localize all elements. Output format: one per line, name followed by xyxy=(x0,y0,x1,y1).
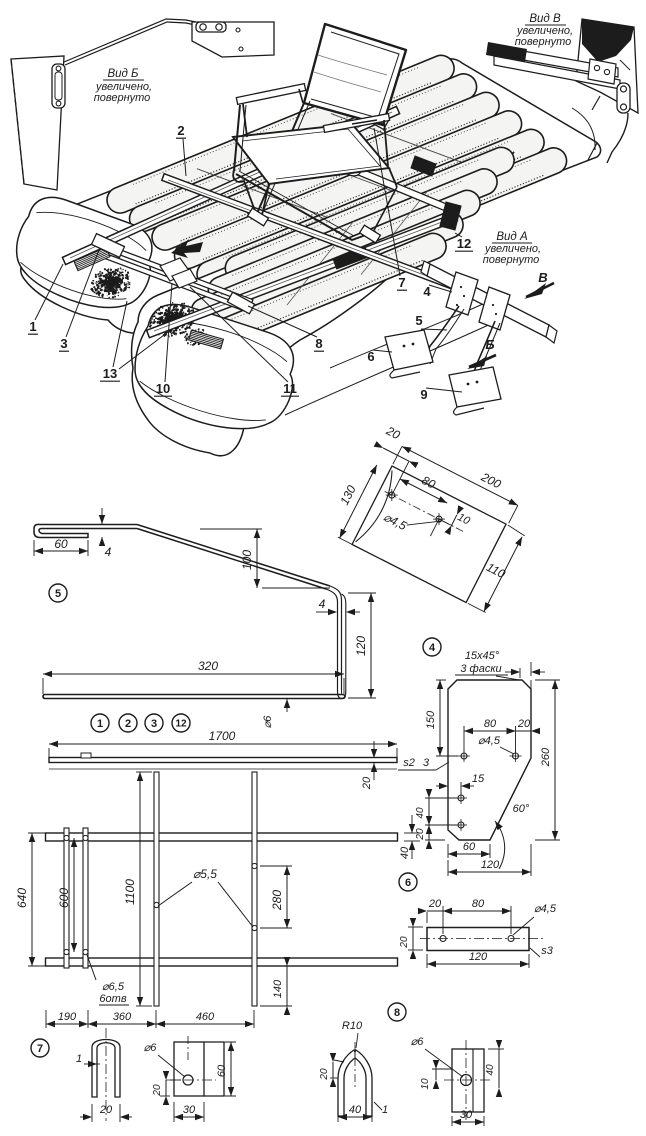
svg-text:360: 360 xyxy=(113,1011,132,1023)
svg-text:15x45°: 15x45° xyxy=(465,650,500,662)
svg-text:80: 80 xyxy=(484,718,497,730)
svg-text:3: 3 xyxy=(423,757,430,769)
svg-text:20: 20 xyxy=(152,1084,163,1097)
svg-text:⌀6: ⌀6 xyxy=(144,1042,158,1054)
svg-text:4: 4 xyxy=(423,284,431,299)
svg-text:60: 60 xyxy=(463,841,476,853)
svg-text:20: 20 xyxy=(319,1068,330,1081)
svg-text:20: 20 xyxy=(428,898,442,910)
svg-text:5: 5 xyxy=(415,313,422,328)
svg-text:2: 2 xyxy=(177,123,184,138)
svg-text:1: 1 xyxy=(97,718,103,730)
svg-text:140: 140 xyxy=(272,979,284,998)
svg-text:R10: R10 xyxy=(342,1020,363,1032)
svg-text:Вид А: Вид А xyxy=(496,231,528,243)
svg-text:460: 460 xyxy=(196,1011,215,1023)
svg-text:20: 20 xyxy=(399,936,410,949)
svg-text:190: 190 xyxy=(58,1011,77,1023)
svg-text:10: 10 xyxy=(420,1078,431,1090)
svg-text:1: 1 xyxy=(29,319,36,334)
svg-text:320: 320 xyxy=(198,659,218,673)
svg-text:40: 40 xyxy=(349,1104,362,1116)
svg-text:3 фаски: 3 фаски xyxy=(460,663,501,675)
svg-text:s3: s3 xyxy=(541,945,554,957)
svg-text:1: 1 xyxy=(76,1053,82,1065)
svg-text:80: 80 xyxy=(472,898,485,910)
svg-text:20: 20 xyxy=(415,828,426,841)
svg-text:повернуто: повернуто xyxy=(483,254,540,266)
svg-text:13: 13 xyxy=(103,366,117,381)
svg-text:⌀6: ⌀6 xyxy=(411,1036,425,1048)
svg-text:12: 12 xyxy=(175,719,187,730)
svg-text:60°: 60° xyxy=(513,803,530,815)
svg-text:40: 40 xyxy=(399,846,411,859)
svg-text:Вид Б: Вид Б xyxy=(107,68,139,80)
svg-text:20: 20 xyxy=(383,423,402,442)
svg-text:260: 260 xyxy=(540,747,552,767)
svg-text:15: 15 xyxy=(472,773,485,785)
svg-text:увеличено,: увеличено, xyxy=(484,243,541,255)
svg-text:s2: s2 xyxy=(403,757,415,769)
svg-text:1: 1 xyxy=(382,1104,388,1116)
svg-text:100: 100 xyxy=(240,550,254,570)
svg-text:6отв: 6отв xyxy=(99,993,126,1005)
svg-text:увеличено,: увеличено, xyxy=(95,81,152,93)
svg-text:⌀5,5: ⌀5,5 xyxy=(193,867,217,881)
svg-text:3: 3 xyxy=(60,336,67,351)
svg-text:увеличено,: увеличено, xyxy=(516,25,573,37)
svg-text:20: 20 xyxy=(99,1104,113,1116)
svg-text:11: 11 xyxy=(283,381,297,396)
svg-text:В: В xyxy=(538,270,547,285)
svg-text:2: 2 xyxy=(125,718,131,730)
svg-text:6: 6 xyxy=(405,877,411,889)
svg-text:20: 20 xyxy=(361,776,373,790)
svg-text:30: 30 xyxy=(460,1109,473,1121)
svg-text:4: 4 xyxy=(105,545,112,559)
svg-text:280: 280 xyxy=(270,890,284,911)
svg-text:8: 8 xyxy=(394,1007,400,1019)
svg-text:6: 6 xyxy=(367,349,374,364)
svg-text:120: 120 xyxy=(354,636,368,656)
svg-text:7: 7 xyxy=(398,275,405,290)
svg-text:9: 9 xyxy=(420,387,427,402)
svg-text:120: 120 xyxy=(481,859,500,871)
svg-text:3: 3 xyxy=(151,718,157,730)
svg-text:40: 40 xyxy=(485,1064,496,1076)
svg-text:⌀4,5: ⌀4,5 xyxy=(534,903,557,915)
svg-text:600: 600 xyxy=(57,888,71,908)
svg-text:⌀4,5: ⌀4,5 xyxy=(478,735,501,747)
svg-text:80: 80 xyxy=(419,473,438,492)
svg-text:7: 7 xyxy=(37,1043,43,1055)
svg-text:1700: 1700 xyxy=(209,729,236,743)
svg-text:60: 60 xyxy=(216,1064,228,1077)
svg-text:12: 12 xyxy=(457,236,471,251)
svg-text:повернуто: повернуто xyxy=(94,92,151,104)
svg-text:4: 4 xyxy=(319,597,326,611)
svg-text:⌀6,5: ⌀6,5 xyxy=(102,981,125,993)
svg-text:Б: Б xyxy=(485,337,494,352)
svg-text:10: 10 xyxy=(156,381,170,396)
svg-text:1100: 1100 xyxy=(123,879,137,905)
svg-text:5: 5 xyxy=(55,588,61,600)
svg-text:20: 20 xyxy=(517,718,531,730)
svg-text:4: 4 xyxy=(429,642,436,654)
svg-text:640: 640 xyxy=(15,888,29,908)
svg-text:40: 40 xyxy=(415,807,426,819)
svg-text:30: 30 xyxy=(183,1104,196,1116)
svg-text:120: 120 xyxy=(469,951,488,963)
svg-text:Вид В: Вид В xyxy=(529,13,561,25)
svg-text:150: 150 xyxy=(425,710,437,729)
svg-text:60: 60 xyxy=(54,537,68,551)
svg-text:повернуто: повернуто xyxy=(515,36,572,48)
svg-text:⌀6: ⌀6 xyxy=(262,715,274,729)
svg-text:8: 8 xyxy=(315,336,322,351)
